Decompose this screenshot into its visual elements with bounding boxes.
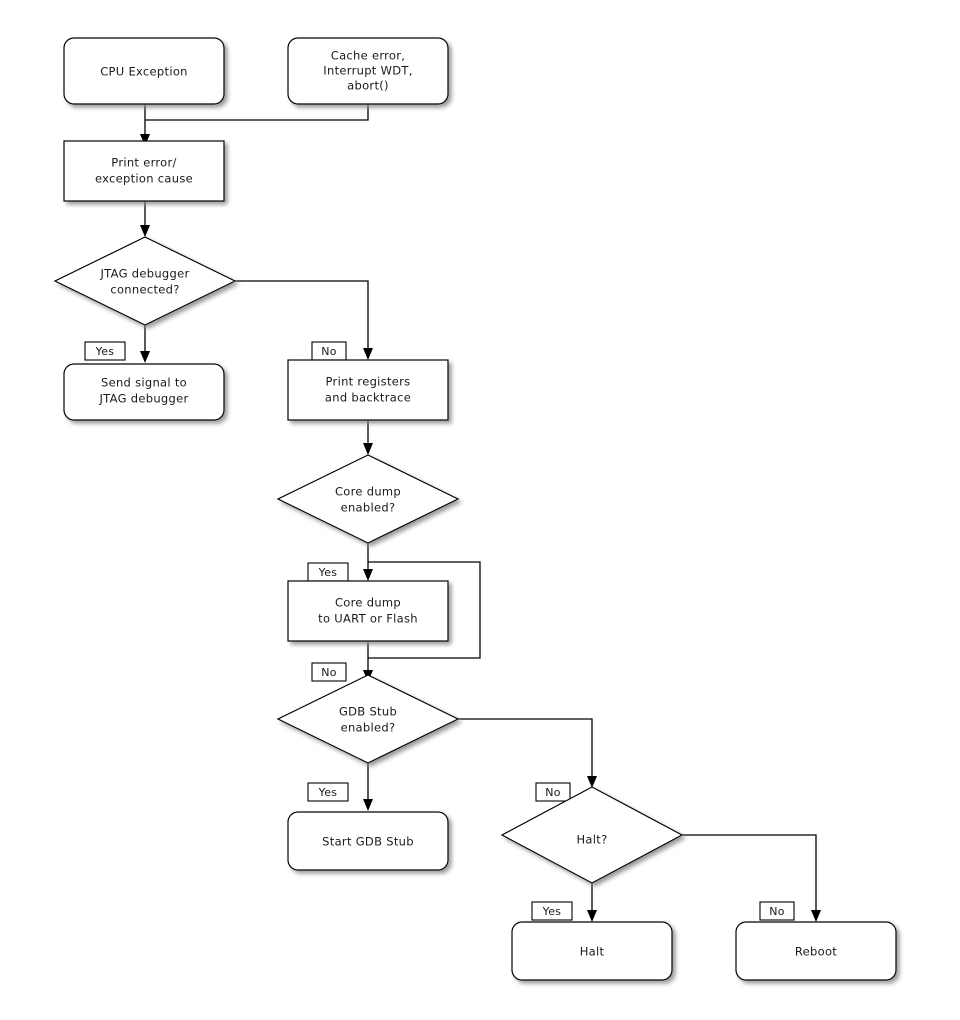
arrowhead-into-halt-action — [587, 910, 597, 922]
arrowhead-into-jtag-decision — [140, 225, 150, 237]
print-error-shape — [63, 140, 225, 202]
edge-label-jtag-yes: Yes — [84, 341, 126, 361]
start-gdbstub-shape — [287, 811, 449, 871]
send-signal-shape — [63, 363, 225, 421]
cache-error-label-line3: abort() — [347, 79, 389, 93]
node-coredump-decision[interactable]: Core dump enabled? — [276, 454, 460, 544]
edge-gdbstub-no-to-halt-decision — [458, 718, 593, 782]
node-halt-action[interactable]: Halt — [511, 921, 673, 981]
cache-error-shape — [287, 37, 449, 105]
start-gdbstub-label: Start GDB Stub — [322, 835, 414, 849]
print-registers-label-line1: Print registers — [326, 375, 411, 389]
halt-decision-shape — [500, 786, 684, 884]
edge-coredump-no-bypass — [368, 561, 481, 659]
coredump-decision-shape — [276, 454, 460, 544]
edge-jtag-no-to-print-registers — [235, 280, 369, 354]
jtag-yes-label-box — [84, 341, 126, 361]
arrowhead-into-send-signal — [140, 351, 150, 363]
gdbstub-decision-shape — [276, 674, 460, 764]
coredump-yes-label-text: Yes — [318, 566, 338, 579]
arrowhead-into-reboot-action — [811, 910, 821, 922]
cpu-exception-label: CPU Exception — [100, 65, 188, 79]
print-registers-label-line2: and backtrace — [325, 391, 411, 405]
gdbstub-no-label-box — [535, 782, 571, 802]
node-start-gdbstub[interactable]: Start GDB Stub — [287, 811, 449, 871]
edge-label-halt-yes: Yes — [531, 901, 573, 921]
node-reboot-action[interactable]: Reboot — [735, 921, 897, 981]
send-signal-label-line1: Send signal to — [101, 376, 187, 390]
reboot-action-label: Reboot — [795, 945, 837, 959]
halt-no-label-box — [759, 901, 795, 921]
node-gdbstub-decision[interactable]: GDB Stub enabled? — [276, 674, 460, 764]
arrowhead-into-print-error — [140, 134, 150, 146]
coredump-action-label-line1: Core dump — [335, 596, 401, 610]
print-error-label-line2: exception cause — [95, 172, 193, 186]
coredump-action-shape — [287, 580, 449, 642]
gdbstub-yes-label-text: Yes — [318, 786, 338, 799]
jtag-no-label-text: No — [321, 345, 337, 358]
jtag-decision-label-line2: connected? — [110, 283, 179, 297]
arrowhead-into-print-registers — [363, 348, 373, 360]
send-signal-label-line2: JTAG debugger — [98, 392, 188, 406]
arrowhead-into-coredump-action — [363, 569, 373, 581]
cpu-exception-shape — [63, 37, 225, 105]
edge-label-halt-no: No — [759, 901, 795, 921]
node-print-registers[interactable]: Print registers and backtrace — [287, 359, 449, 421]
gdbstub-decision-label-line2: enabled? — [341, 721, 396, 735]
arrowhead-into-coredump-decision — [363, 443, 373, 455]
halt-yes-label-text: Yes — [542, 905, 562, 918]
gdbstub-decision-label-line1: GDB Stub — [339, 705, 397, 719]
cache-error-label-line2: Interrupt WDT, — [323, 64, 412, 78]
coredump-decision-label-line2: enabled? — [341, 501, 396, 515]
node-send-signal[interactable]: Send signal to JTAG debugger — [63, 363, 225, 421]
node-cpu-exception[interactable]: CPU Exception — [63, 37, 225, 105]
reboot-action-shape — [735, 921, 897, 981]
halt-no-label-text: No — [769, 905, 785, 918]
jtag-decision-label-line1: JTAG debugger — [99, 267, 189, 281]
print-error-label-line1: Print error/ — [111, 156, 176, 170]
arrowhead-into-start-gdbstub — [363, 799, 373, 811]
node-halt-decision[interactable]: Halt? — [500, 786, 684, 884]
edge-label-coredump-no: No — [311, 662, 347, 682]
edge-label-coredump-yes: Yes — [307, 562, 349, 582]
node-coredump-action[interactable]: Core dump to UART or Flash — [287, 580, 449, 642]
edge-label-gdbstub-no: No — [535, 782, 571, 802]
coredump-no-label-text: No — [321, 666, 337, 679]
gdbstub-no-label-text: No — [545, 786, 561, 799]
node-jtag-decision[interactable]: JTAG debugger connected? — [53, 236, 237, 326]
node-cache-error[interactable]: Cache error, Interrupt WDT, abort() — [287, 37, 449, 105]
edge-cache-error-to-print-error — [145, 104, 369, 121]
cache-error-label-line1: Cache error, — [331, 49, 406, 63]
jtag-yes-label-text: Yes — [95, 345, 115, 358]
edge-label-gdbstub-yes: Yes — [307, 782, 349, 802]
halt-action-label: Halt — [580, 945, 605, 959]
halt-yes-label-box — [531, 901, 573, 921]
coredump-decision-label-line1: Core dump — [335, 485, 401, 499]
edge-halt-no-to-reboot-action — [682, 834, 817, 916]
print-registers-shape — [287, 359, 449, 421]
gdbstub-yes-label-box — [307, 782, 349, 802]
halt-action-shape — [511, 921, 673, 981]
edge-label-jtag-no: No — [311, 341, 347, 361]
node-print-error[interactable]: Print error/ exception cause — [63, 140, 225, 202]
coredump-no-label-box — [311, 662, 347, 682]
arrowhead-into-halt-decision — [587, 776, 597, 788]
coredump-action-label-line2: to UART or Flash — [318, 612, 418, 626]
halt-decision-label: Halt? — [576, 833, 607, 847]
jtag-decision-shape — [53, 236, 237, 326]
